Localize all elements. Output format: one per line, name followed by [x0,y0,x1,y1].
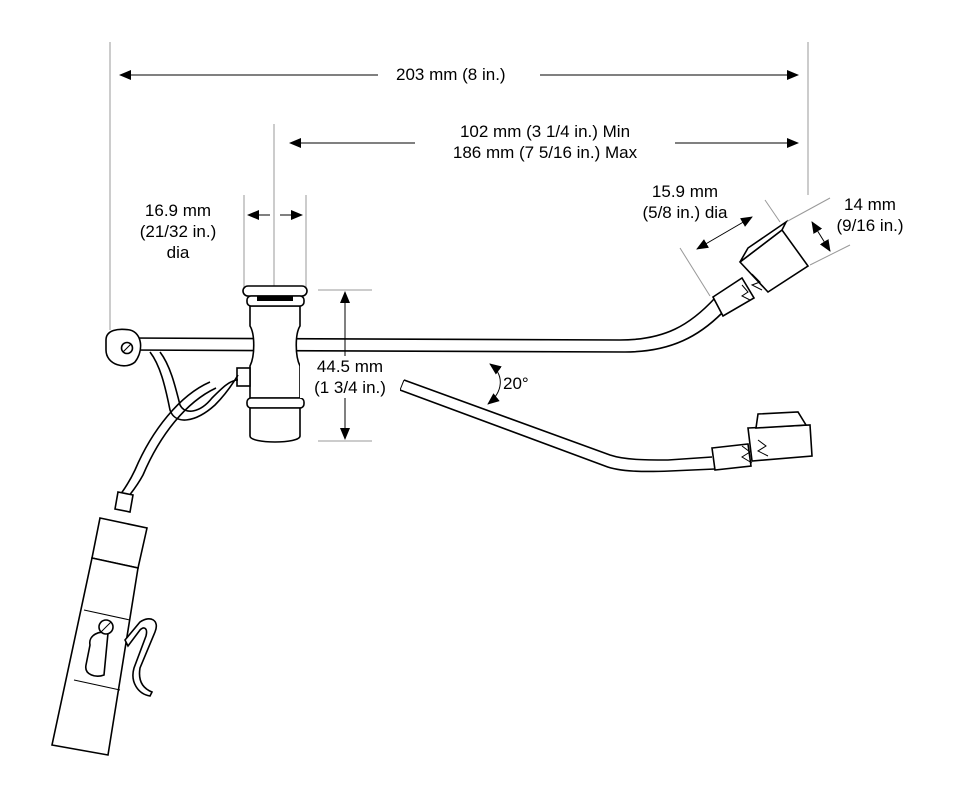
capsule-length-label: 14 mm (9/16 in.) [820,194,920,236]
gooseneck-length-label: 102 mm (3 1/4 in.) Min 186 mm (7 5/16 in… [420,121,670,163]
capsule-horizontal [711,219,810,318]
connector-body [51,491,158,756]
gooseneck-max-label: 186 mm (7 5/16 in.) Max [452,143,638,162]
angle-label: 20° [503,374,529,393]
clamp-diameter-label: 16.9 mm (21/32 in.) dia [128,200,228,263]
capsule-dia-line-2: (5/8 in.) dia [642,203,728,222]
clamp-dia-line-3: dia [166,243,190,262]
cable-loop [149,351,239,421]
gooseneck-angled [399,379,716,473]
clamp-dia-line-2: (21/32 in.) [139,222,217,241]
capsule-angled [711,411,813,471]
angle-arc-arrow [487,363,502,405]
capsule-dia-arrow [696,216,753,250]
clamp-dia-line-1: 16.9 mm [144,201,212,220]
extension-lines [109,42,851,442]
clamp-body [236,285,308,443]
capsule-length-line-2: (9/16 in.) [836,216,904,235]
capsule-length-line-1: 14 mm [844,195,896,214]
overall-length-label: 203 mm (8 in.) [396,64,506,85]
capsule-length-arrow [811,221,831,252]
gooseneck-min-label: 102 mm (3 1/4 in.) Min [459,122,631,141]
clamp-height-line-1: 44.5 mm [316,357,384,376]
cable-to-connector [117,381,217,501]
clamp-height-label: 44.5 mm (1 3/4 in.) [300,356,400,398]
clamp-height-line-2: (1 3/4 in.) [314,378,386,397]
clip-knob [105,328,142,367]
capsule-dia-line-1: 15.9 mm [651,182,719,201]
gooseneck-horizontal [124,297,723,353]
capsule-diameter-label: 15.9 mm (5/8 in.) dia [620,181,750,223]
